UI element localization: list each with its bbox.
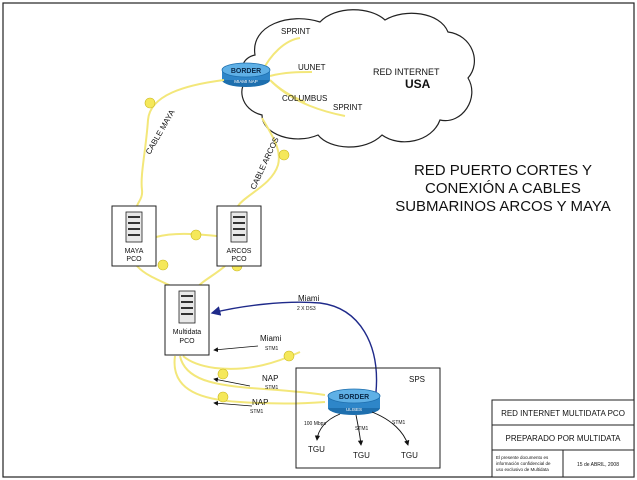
diagram-title-line-1: RED PUERTO CORTES Y [414,162,592,179]
nap1-label: NAP [262,374,278,383]
maya-pco-label-line1: MAYA [125,248,144,255]
miami-ds3-link [210,301,378,393]
title-block-note-line3: uso exclusivo de Multidata [496,467,549,472]
miami-ds3-label: Miami [298,294,320,303]
title-block-note-line2: información confidencial de [496,461,551,466]
arcos-pco-label-line1: ARCOS [227,248,252,255]
tgu-dest-1: TGU [308,445,325,454]
miami-stm1-sublabel: STM1 [265,346,279,352]
cloud-sublabel: USA [405,77,431,91]
multidata-pco-node[interactable]: Multidata PCO [164,284,210,356]
miami-ds3-sublabel: 2 X DS3 [297,306,316,312]
tgu-link-3-label: STM1 [392,420,406,426]
sps-box [295,367,441,469]
arcos-pco-label-line2: PCO [231,256,247,263]
multidata-pco-label-line1: Multidata [173,329,202,336]
miami-router-label: BORDER [231,68,261,75]
title-block-note-line1: El presente documento es [496,455,549,460]
sps-label: SPS [409,375,425,384]
title-block: RED INTERNET MULTIDATA PCO PREPARADO POR… [491,399,635,478]
nap2-sublabel: STM1 [250,409,264,415]
nap2-label: NAP [252,398,268,407]
internet-cloud [241,9,475,148]
cloud-label: RED INTERNET [373,67,440,77]
sps-router-label: BORDER [339,394,369,401]
tgu-link-1-label: 100 Mbps [304,421,326,427]
multidata-pco-label-line2: PCO [179,338,195,345]
carrier-columbus: COLUMBUS [282,94,327,103]
tgu-dest-2: TGU [353,451,370,460]
carrier-sprint-2: SPRINT [333,103,362,112]
arcos-pco-node[interactable]: ARCOS PCO [216,205,262,267]
carrier-links [261,37,346,117]
stm1-arrows [213,345,259,407]
tgu-links [314,411,410,446]
diagram-title-line-3: SUBMARINOS ARCOS Y MAYA [395,198,611,215]
miami-stm1-label: Miami [260,334,282,343]
miami-border-router[interactable]: BORDER MIAMI NAP [221,62,271,87]
diagram-title-line-2: CONEXIÓN A CABLES [425,180,581,197]
miami-router-sublabel: MIAMI NAP [234,79,258,84]
title-block-row2: PREPARADO POR MULTIDATA [506,434,622,443]
tgu-dest-3: TGU [401,451,418,460]
title-block-row1: RED INTERNET MULTIDATA PCO [501,409,625,418]
carrier-sprint-1: SPRINT [281,27,310,36]
title-block-date: 15 de ABRIL, 2008 [577,462,619,468]
maya-pco-label-line2: PCO [126,256,142,263]
submarine-cables [136,79,326,405]
tgu-link-2-label: STM1 [355,426,369,432]
sps-router-sublabel: ULISES [346,407,362,412]
nap1-sublabel: STM1 [265,385,279,391]
maya-pco-node[interactable]: MAYA PCO [111,205,157,267]
carrier-uunet: UUNET [298,63,326,72]
sps-border-router[interactable]: BORDER ULISES [327,388,381,415]
